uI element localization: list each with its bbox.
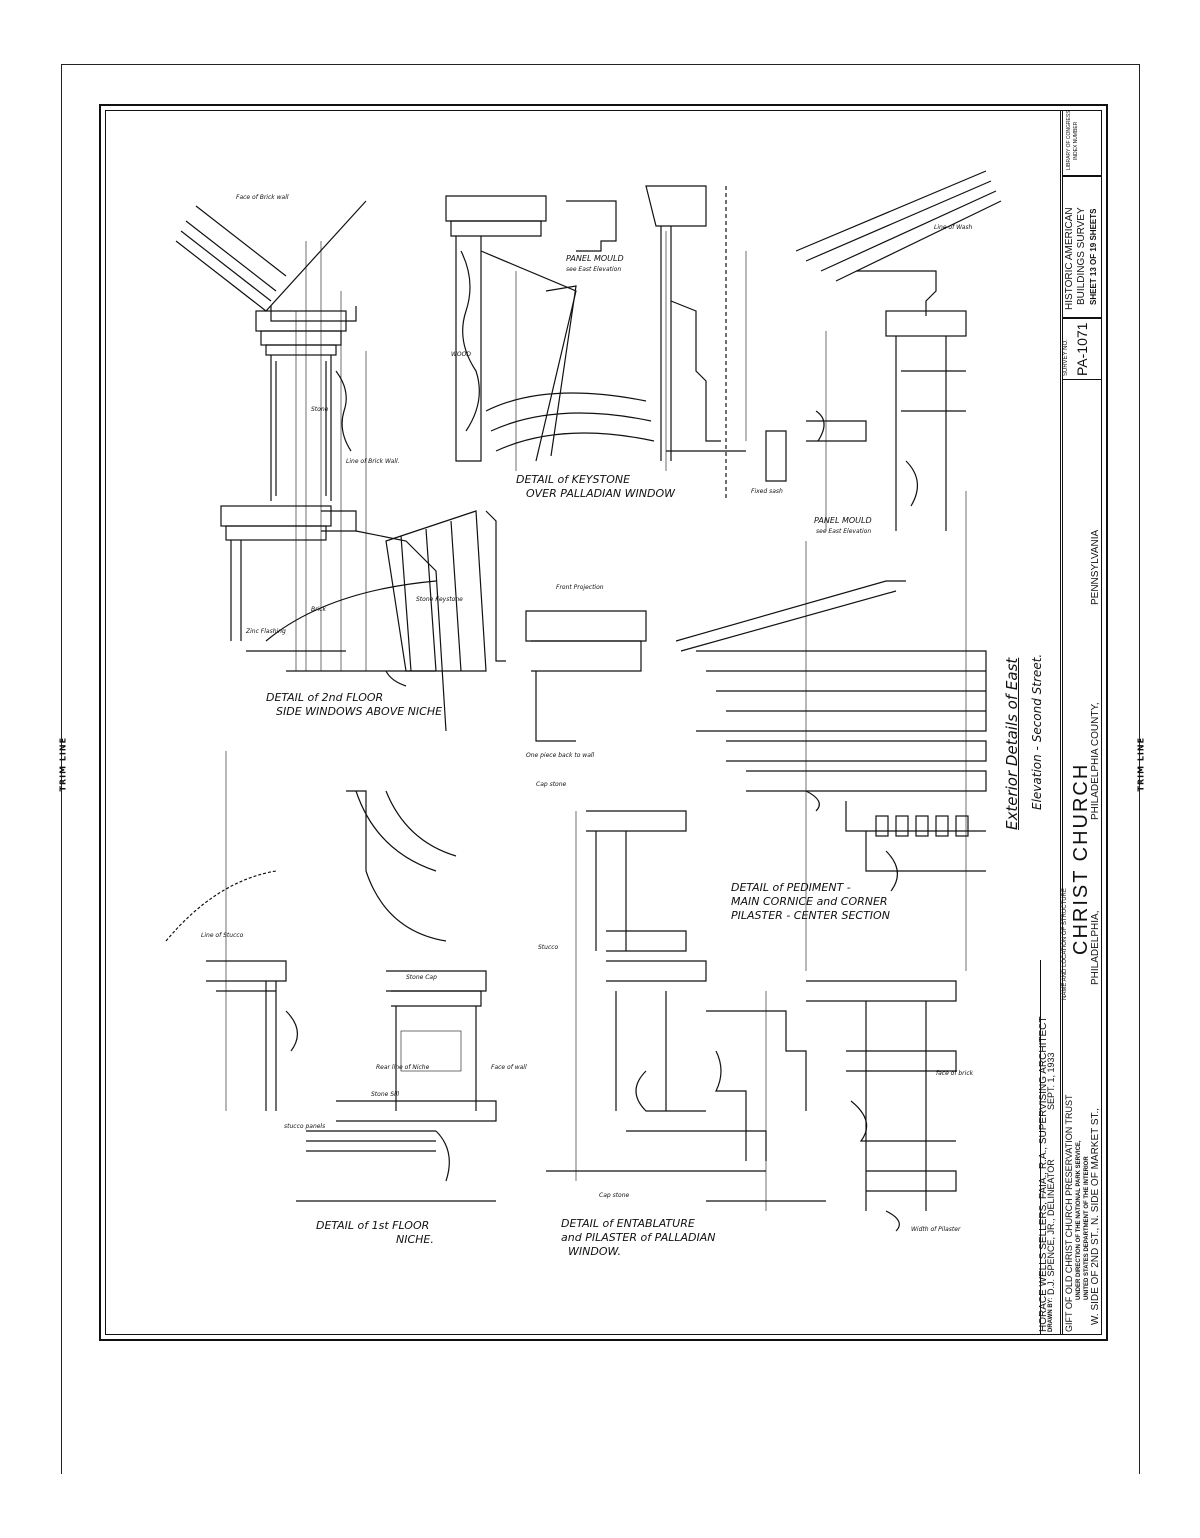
- survey-label: SURVEY NO.: [1063, 339, 1069, 376]
- dimension-lines: [225, 231, 967, 1211]
- label-panel-mould-right-sub: see East Elevation: [816, 528, 871, 535]
- note-brick: Brick: [311, 606, 327, 613]
- label-pediment-sub1: MAIN CORNICE and CORNER: [731, 895, 888, 908]
- label-entablature-sub1: and PILASTER of PALLADIAN: [561, 1231, 715, 1244]
- note-stone-cap: Stone Cap: [406, 974, 437, 981]
- label-panel-mould-top-sub: see East Elevation: [566, 266, 621, 273]
- note-rear-line-niche: Rear line of Niche: [376, 1064, 430, 1071]
- label-pediment-sub2: PILASTER - CENTER SECTION: [731, 909, 890, 922]
- label-first-floor: DETAIL of 1st FLOOR: [316, 1219, 429, 1232]
- note-face-brick-wall: Face of Brick wall: [236, 194, 289, 201]
- entablature-detail: [706, 980, 957, 1232]
- note-zinc-flashing: Zinc Flashing: [245, 628, 286, 635]
- title-block-structure-box: [1062, 380, 1102, 1335]
- loc-line-2: INDEX NUMBER: [1073, 121, 1079, 160]
- label-entablature-sub2: WINDOW.: [568, 1245, 621, 1258]
- location-line-4: PENNSYLVANIA: [1090, 529, 1101, 605]
- sheet-inner-border: [105, 110, 1102, 1335]
- stucco-arc: [165, 870, 277, 942]
- note-line-brick-wall: Line of Brick Wall.: [346, 458, 400, 465]
- label-entablature: DETAIL of ENTABLATURE: [561, 1217, 695, 1230]
- label-pediment: DETAIL of PEDIMENT -: [731, 881, 851, 894]
- sheet-title-sub: Elevation - Second Street.: [1030, 653, 1044, 810]
- lower-arch-detail: [346, 790, 457, 942]
- note-line-of-wash: Line of Wash: [934, 224, 973, 231]
- note-wood: WOOD: [451, 351, 471, 358]
- note-face-of-wall: Face of wall: [491, 1064, 527, 1071]
- note-stone-sill: Stone Sill: [371, 1091, 399, 1098]
- note-front-projection: Front Projection: [556, 584, 604, 591]
- left-trim-line: [61, 64, 62, 1474]
- label-keystone-sub: OVER PALLADIAN WINDOW: [526, 487, 676, 500]
- title-block-divider-2: [1060, 110, 1061, 1335]
- note-cap-stone-2: Cap stone: [599, 1192, 630, 1199]
- drawn-by: D.J. SPENCE, JR., DELINEATOR: [1046, 1159, 1056, 1295]
- label-keystone: DETAIL of KEYSTONE: [516, 473, 630, 486]
- title-block-divider-1: [1040, 960, 1041, 1335]
- loc-box: [1062, 110, 1102, 176]
- sheet-outer-border: [99, 104, 1108, 1341]
- left-trim-label: TRIM LINE: [58, 736, 68, 792]
- note-stucco-panels: stucco panels: [284, 1123, 325, 1130]
- habs-box: [1062, 176, 1102, 318]
- label-panel-mould-right: PANEL MOULD: [814, 516, 872, 525]
- survey-number: PA-1071: [1074, 322, 1090, 376]
- drawing-date: SEPT. 1, 1933: [1046, 1052, 1056, 1110]
- pediment-main-cornice: [525, 580, 987, 892]
- location-line-3: PHILADELPHIA COUNTY,: [1090, 702, 1101, 820]
- location-line-1: W. SIDE OF 2ND ST., N. SIDE OF MARKET ST…: [1090, 1107, 1101, 1325]
- pediment-cornice-top-right: [765, 170, 1002, 531]
- label-second-floor-sub: SIDE WINDOWS ABOVE NICHE: [276, 705, 442, 718]
- label-second-floor: DETAIL of 2nd FLOOR: [266, 691, 383, 704]
- note-face-of-brick: face of brick: [936, 1070, 974, 1077]
- note-line-of-stucco: Line of Stucco: [201, 932, 244, 939]
- name-location-label: NAME AND LOCATION OF STRUCTURE: [1062, 888, 1068, 1000]
- note-fixed-sash: Fixed sash: [751, 488, 783, 495]
- cap-stone-detail: [546, 810, 767, 1172]
- drawn-by-label: DRAWN BY:: [1048, 1297, 1054, 1332]
- sheet-title-main: Exterior Details of East: [1003, 657, 1021, 830]
- note-cap-stone: Cap stone: [536, 781, 567, 788]
- note-width-of-pilaster: Width of Pilaster: [911, 1226, 961, 1233]
- right-trim-line: [1139, 64, 1140, 1474]
- right-trim-label: TRIM LINE: [1136, 736, 1146, 792]
- note-one-piece: One piece back to wall: [526, 752, 595, 759]
- survey-box: [1062, 318, 1102, 380]
- sheet-number: SHEET 13 OF 19 SHEETS: [1089, 208, 1098, 305]
- habs-line-1: HISTORIC AMERICAN: [1064, 207, 1075, 310]
- habs-line-2: BUILDINGS SURVEY: [1076, 207, 1087, 305]
- architectural-drawing: DETAIL of KEYSTONE OVER PALLADIAN WINDOW…: [165, 170, 1002, 1258]
- panel-mould-center: [566, 185, 746, 501]
- note-stucco: Stucco: [538, 944, 559, 951]
- niche-detail: [206, 960, 497, 1202]
- note-stone-keystone: Stone Keystone: [416, 596, 463, 603]
- label-panel-mould-top: PANEL MOULD: [566, 254, 624, 263]
- location-line-2: PHILADELPHIA,: [1090, 910, 1101, 985]
- cornice-detail-top-left: [175, 200, 367, 671]
- top-trim-line: [61, 64, 1140, 65]
- label-first-floor-sub: NICHE.: [396, 1233, 434, 1246]
- second-floor-window-detail: [265, 510, 506, 732]
- note-stone: Stone: [311, 406, 329, 413]
- loc-line-1: LIBRARY OF CONGRESS: [1066, 110, 1072, 170]
- keystone-detail: [445, 195, 655, 462]
